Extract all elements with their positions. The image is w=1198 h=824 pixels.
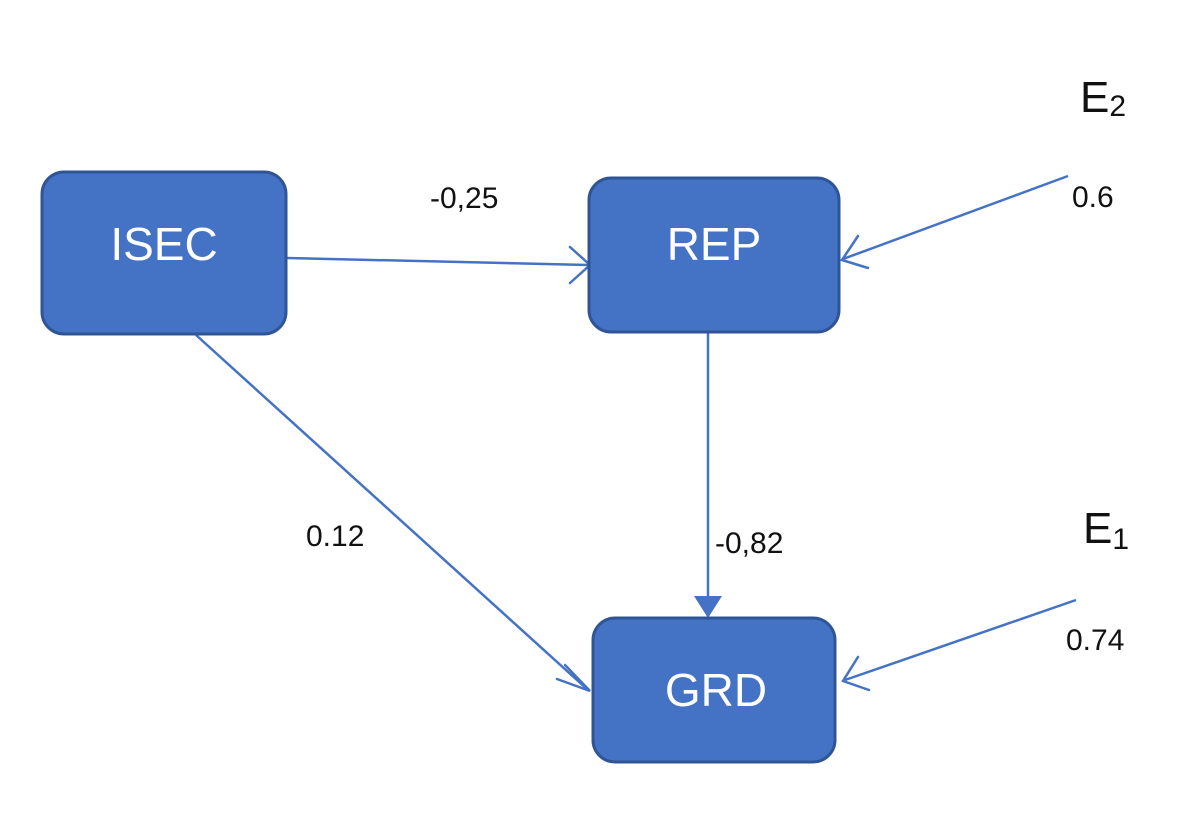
coef-e2-to-rep: 0.6 — [1072, 181, 1114, 214]
error-e2-letter: E — [1080, 73, 1109, 122]
coef-isec-to-rep: -0,25 — [430, 182, 498, 215]
node-rep-label: REP — [667, 218, 762, 270]
error-e1-letter: E — [1083, 504, 1112, 553]
edge-e2-to-rep — [842, 174, 1069, 261]
arrowhead-rep-to-grd — [694, 596, 722, 618]
coef-isec-to-grd: 0.12 — [306, 520, 364, 553]
arrowhead-isec-to-grd — [555, 663, 591, 693]
error-e2: E2 — [1080, 73, 1126, 123]
arrowhead-e1-to-grd — [841, 655, 871, 692]
edge-isec-to-rep — [286, 256, 589, 267]
node-isec-label: ISEC — [110, 218, 217, 270]
error-e1-subscript: 1 — [1112, 523, 1129, 556]
arrowhead-e2-to-rep — [840, 234, 870, 270]
error-e2-subscript: 2 — [1109, 90, 1126, 123]
edge-e1-to-grd — [844, 598, 1077, 682]
node-grd-label: GRD — [665, 664, 767, 716]
edge-isec-to-grd — [195, 334, 589, 691]
node-grd: GRD — [591, 616, 837, 764]
node-rep: REP — [587, 176, 841, 334]
node-isec: ISEC — [40, 170, 288, 336]
error-e1: E1 — [1083, 504, 1129, 556]
coef-rep-to-grd: -0,82 — [715, 527, 783, 560]
coef-e1-to-grd: 0.74 — [1066, 624, 1124, 657]
